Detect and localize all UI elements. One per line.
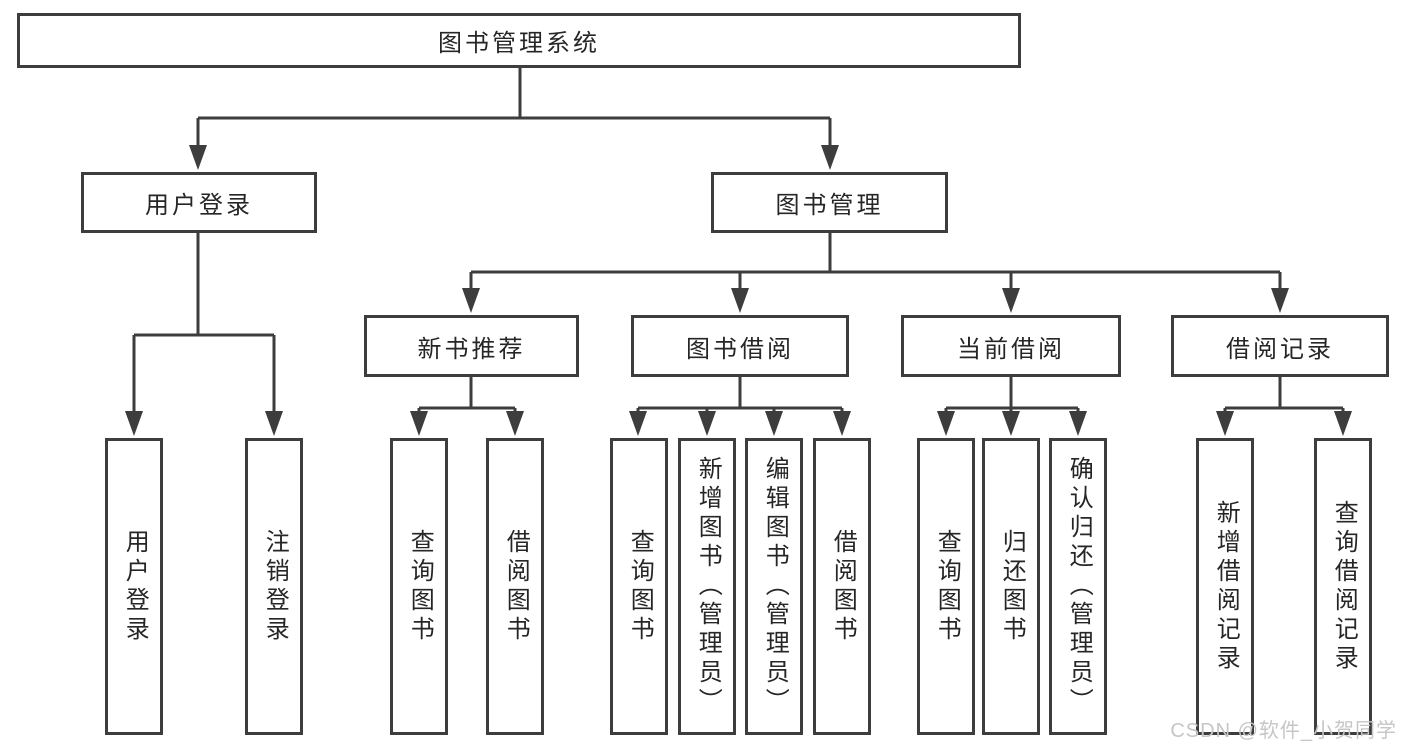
node-book-borrowing: 图书借阅 — [631, 315, 849, 377]
node-label: 编辑图书（管理员） — [761, 456, 789, 717]
node-label: 借阅图书 — [502, 528, 530, 645]
node-label: 查询借阅记录 — [1330, 499, 1358, 674]
leaf-borrow-books: 借阅图书 — [813, 438, 871, 735]
leaf-add-borrow-record: 新增借阅记录 — [1196, 438, 1254, 735]
node-label: 图书管理系统 — [438, 30, 600, 57]
node-user-login: 用户登录 — [81, 172, 317, 233]
leaf-return-books: 归还图书 — [982, 438, 1040, 735]
node-label: 借阅记录 — [1226, 335, 1334, 363]
node-label: 当前借阅 — [957, 335, 1065, 363]
leaf-user-login: 用户登录 — [105, 438, 163, 735]
leaf-edit-books-admin: 编辑图书（管理员） — [745, 438, 803, 735]
leaf-query-books-rec: 查询图书 — [390, 438, 448, 735]
leaf-borrow-books-rec: 借阅图书 — [486, 438, 544, 735]
node-library-management-system: 图书管理系统 — [17, 13, 1021, 68]
arrowheads — [125, 145, 1352, 436]
node-label: 新增借阅记录 — [1212, 499, 1240, 674]
leaf-query-books-current: 查询图书 — [917, 438, 975, 735]
node-label: 新书推荐 — [417, 335, 526, 363]
node-label: 图书借阅 — [686, 335, 794, 363]
node-label: 注销登录 — [261, 528, 289, 645]
node-label: 用户登录 — [145, 192, 253, 219]
node-borrowing-records: 借阅记录 — [1171, 315, 1389, 377]
node-label: 用户登录 — [121, 528, 149, 645]
leaf-add-books-admin: 新增图书（管理员） — [678, 438, 736, 735]
node-book-management: 图书管理 — [711, 172, 948, 233]
node-label: 查询图书 — [626, 528, 654, 645]
leaf-logout: 注销登录 — [245, 438, 303, 735]
node-label: 确认归还（管理员） — [1065, 456, 1093, 717]
leaf-confirm-return-admin: 确认归还（管理员） — [1049, 438, 1107, 735]
node-label: 查询图书 — [933, 528, 961, 645]
node-label: 新增图书（管理员） — [694, 456, 722, 717]
node-current-borrowing: 当前借阅 — [901, 315, 1121, 377]
node-label: 查询图书 — [406, 528, 434, 645]
leaf-query-borrow-record: 查询借阅记录 — [1314, 438, 1372, 735]
node-new-book-recommendation: 新书推荐 — [364, 315, 579, 377]
node-label: 图书管理 — [775, 192, 884, 219]
csdn-watermark: CSDN @软件_小贺同学 — [1170, 720, 1397, 742]
node-label: 借阅图书 — [829, 528, 857, 645]
node-label: 归还图书 — [998, 528, 1026, 645]
leaf-query-books-borrow: 查询图书 — [610, 438, 668, 735]
